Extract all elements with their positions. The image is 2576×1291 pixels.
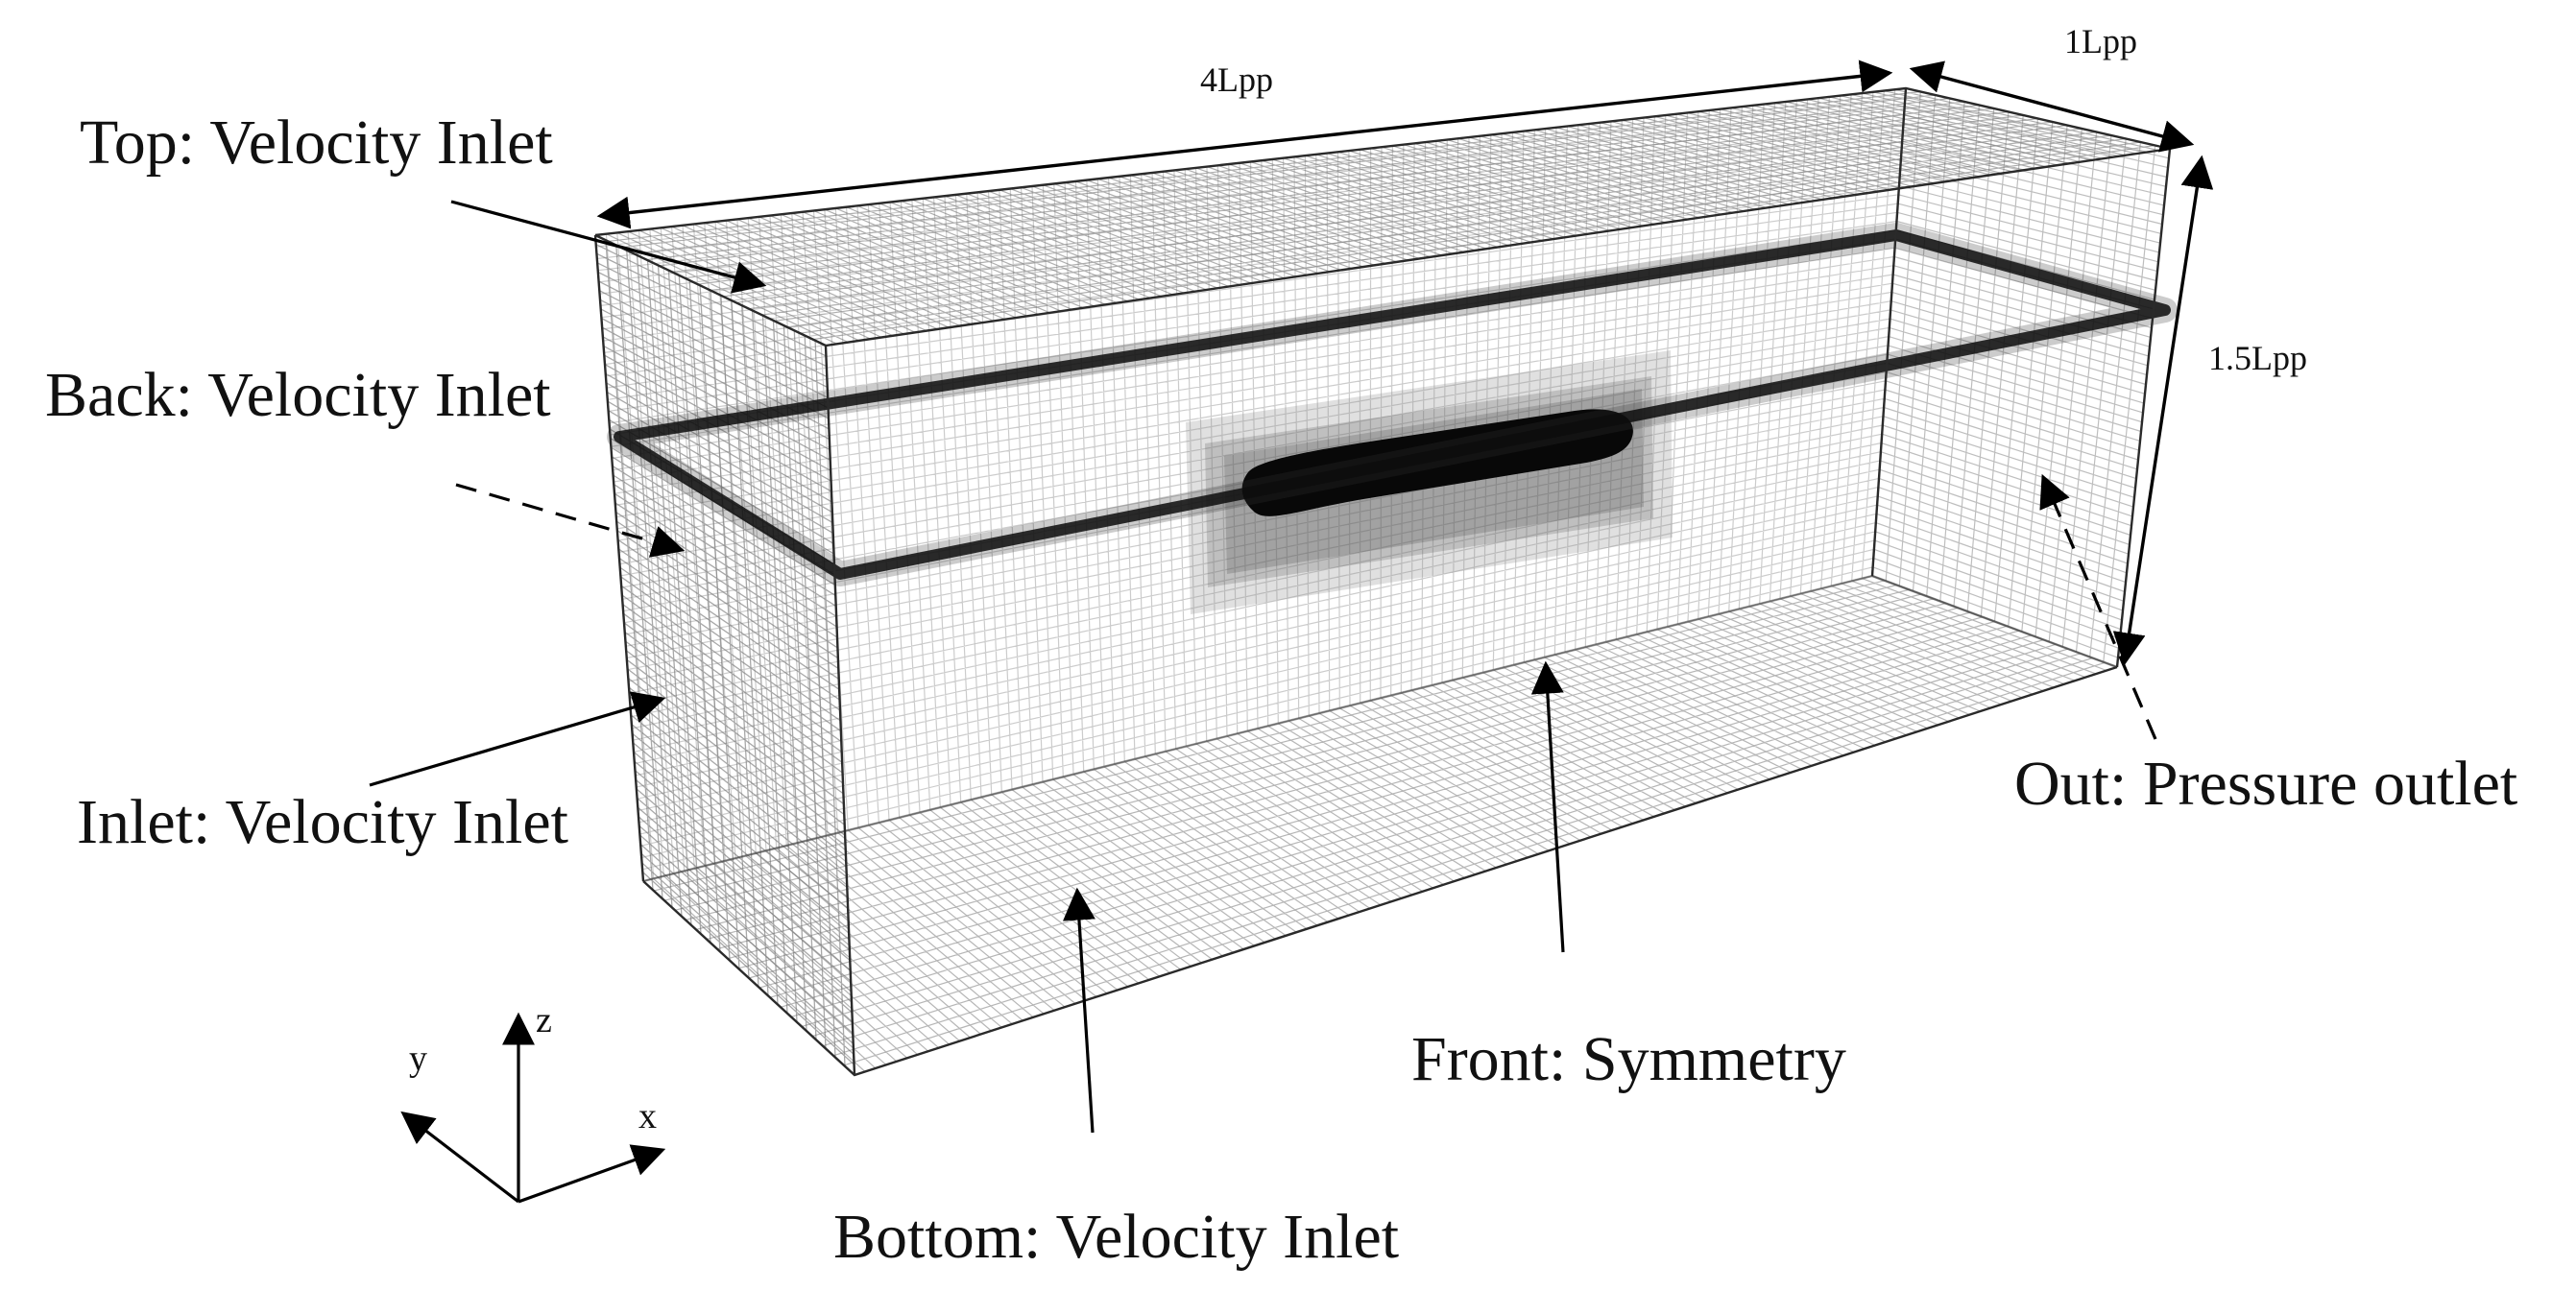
top-leader-arrow [450, 200, 767, 294]
dimension-labels: 4Lpp 1Lpp 1.5Lpp [1200, 22, 2307, 377]
label-back: Back: Velocity Inlet [45, 360, 551, 430]
dim-width-label: 1Lpp [2064, 22, 2137, 60]
length-dimension-arrow [596, 60, 1893, 229]
y-axis-arrow [400, 1111, 519, 1204]
label-bottom: Bottom: Velocity Inlet [833, 1202, 1399, 1272]
label-out: Out: Pressure outlet [2014, 749, 2517, 819]
inlet-leader-arrow [369, 691, 666, 787]
dim-height-label: 1.5Lpp [2208, 339, 2307, 377]
inlet-face-mesh [594, 234, 855, 1076]
x-axis-arrow [518, 1144, 666, 1204]
label-top: Top: Velocity Inlet [80, 108, 553, 178]
height-dimension-arrow [2112, 155, 2214, 666]
boundary-labels: Top: Velocity Inlet Back: Velocity Inlet… [45, 108, 2517, 1272]
dimension-arrows [596, 60, 2214, 666]
z-axis-label: z [536, 1000, 552, 1040]
out-leader-arrow [2039, 473, 2157, 740]
x-axis-label: x [638, 1096, 657, 1136]
leader-arrows [369, 200, 2157, 1134]
label-front: Front: Symmetry [1411, 1024, 1846, 1094]
axis-triad: z x y [400, 1000, 666, 1204]
dim-length-label: 4Lpp [1200, 60, 1273, 99]
y-axis-label: y [409, 1039, 427, 1079]
label-inlet: Inlet: Velocity Inlet [77, 787, 568, 857]
front-leader-arrow [1530, 660, 1565, 953]
bottom-leader-arrow [1062, 887, 1095, 1134]
back-leader-arrow [455, 483, 686, 558]
width-dimension-arrow [1909, 60, 2195, 153]
